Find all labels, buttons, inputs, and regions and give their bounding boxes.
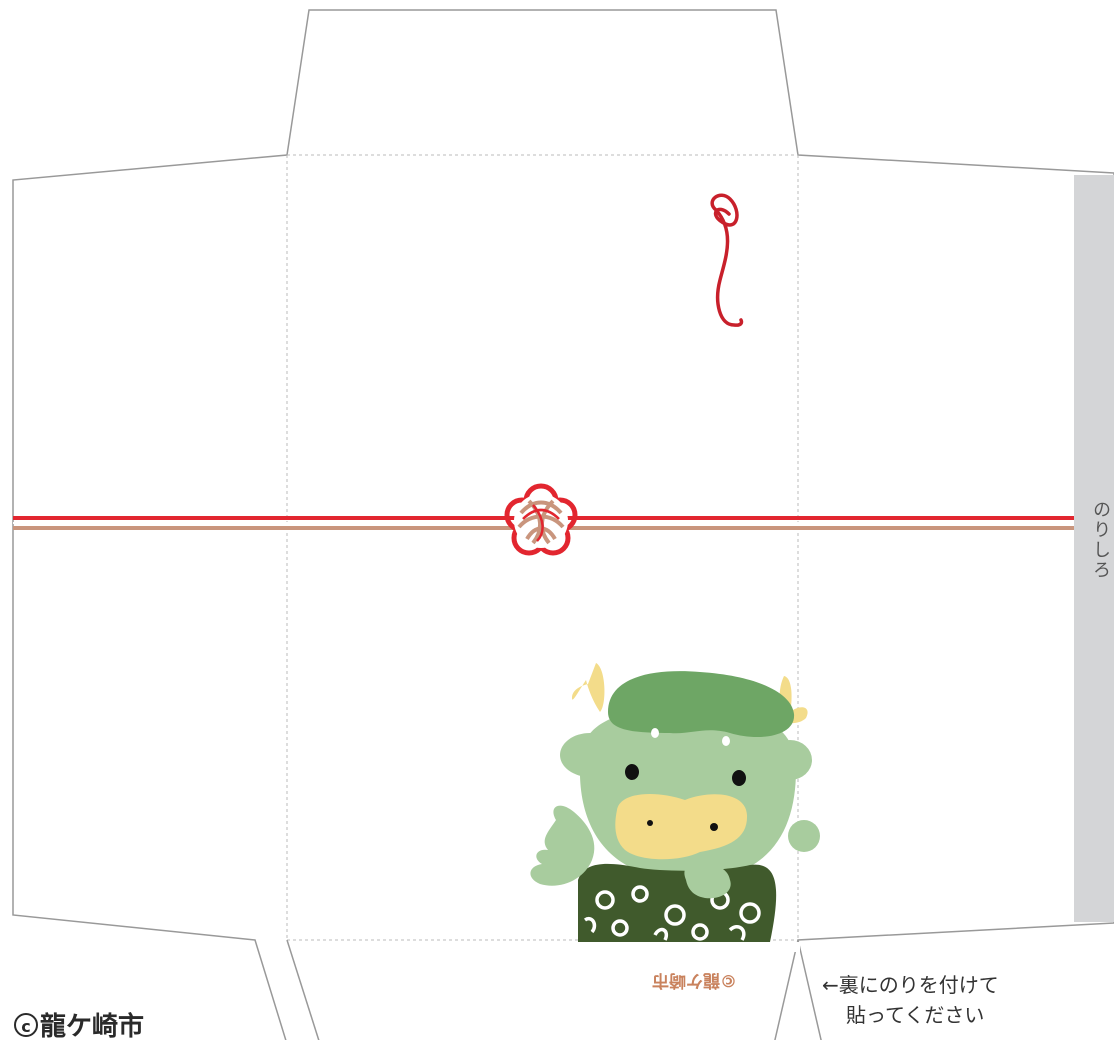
- glue-area: [1074, 175, 1114, 922]
- copyright-text: 龍ケ崎市: [40, 1012, 145, 1042]
- noshi-flourish-icon: [710, 193, 744, 327]
- glue-area-label: のりしろ: [1090, 500, 1111, 580]
- copyright-icon: c: [14, 1013, 38, 1037]
- stamp-text: ©龍ケ崎市: [652, 970, 737, 990]
- instruction-line-1: ←裏にのりを付けて: [822, 973, 999, 997]
- instruction-line-2: 貼ってください: [846, 1003, 985, 1027]
- mizuhiki-knot-icon: [504, 483, 578, 556]
- fold-lines: [286, 154, 799, 941]
- dragon-mascot-icon: [530, 663, 820, 952]
- glue-instruction: ←裏にのりを付けて 貼ってください: [822, 970, 999, 1030]
